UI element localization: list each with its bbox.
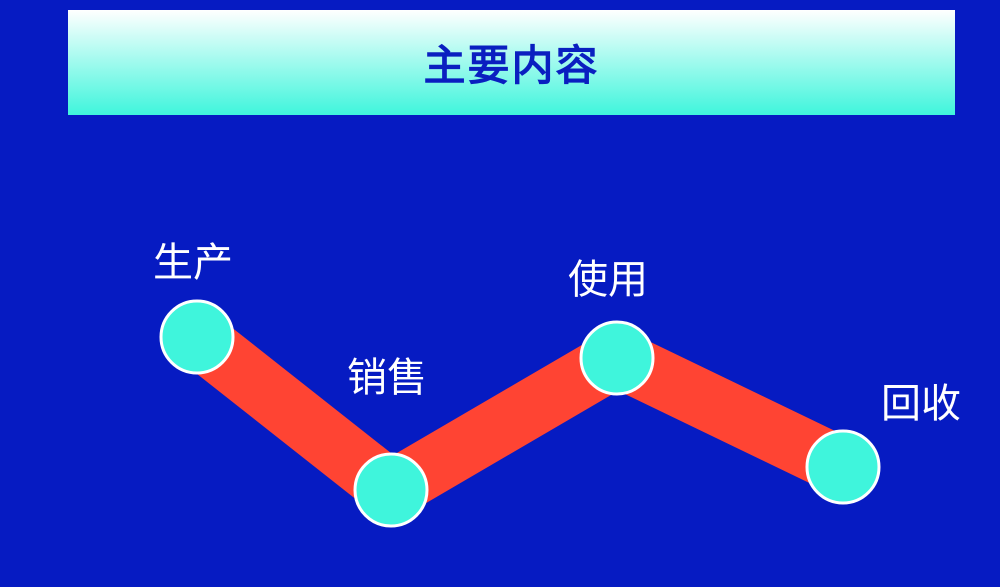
node-recycle: [805, 429, 881, 505]
connector-production-sales: [179, 314, 409, 513]
page-title: 主要内容: [423, 41, 600, 90]
connector-use-recycle: [604, 331, 856, 494]
node-production: [159, 299, 235, 375]
connector-sales-use: [376, 332, 632, 516]
node-use: [579, 320, 655, 396]
label-use: 使用: [568, 257, 648, 303]
node-sales: [353, 452, 429, 528]
label-production: 生产: [153, 240, 233, 286]
nodes: [159, 299, 881, 528]
connectors: [179, 314, 856, 516]
label-sales: 销售: [347, 355, 427, 401]
title-banner: 主要内容: [68, 10, 955, 115]
label-recycle: 回收: [881, 381, 961, 427]
